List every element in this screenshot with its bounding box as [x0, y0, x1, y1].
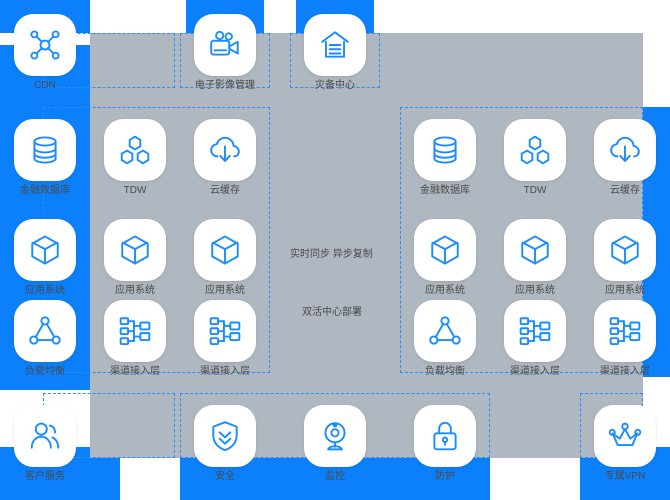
node-label-l-chan-1: 渠道接入层	[110, 366, 160, 377]
node-l-app-2[interactable]: 应用系统	[104, 219, 166, 297]
node-dr-center[interactable]: 灾备中心	[304, 14, 366, 92]
node-r-lb[interactable]: 负载均衡	[414, 300, 476, 378]
load-balancer-icon	[14, 300, 76, 362]
users-icon	[14, 405, 76, 467]
node-label-r-fin-db: 金融数据库	[420, 185, 470, 196]
node-label-customers: 客户服务	[25, 471, 65, 482]
node-l-tdw[interactable]: TDW	[104, 119, 166, 197]
node-label-l-app-2: 应用系统	[115, 285, 155, 296]
node-l-fin-db[interactable]: 金融数据库	[14, 119, 76, 197]
node-r-app-3[interactable]: 应用系统	[594, 219, 656, 297]
tree-topology-icon	[594, 300, 656, 362]
node-label-l-fin-db: 金融数据库	[20, 185, 70, 196]
camera-monitor-icon	[304, 405, 366, 467]
node-label-img-mgmt: 电子影像管理	[195, 80, 255, 91]
node-label-l-lb: 负载均衡	[25, 366, 65, 377]
cloud-download-icon	[594, 119, 656, 181]
node-label-r-app-3: 应用系统	[605, 285, 645, 296]
center-annotation-1: 双活中心部署	[302, 307, 362, 318]
shield-chevrons-icon	[194, 405, 256, 467]
tree-topology-icon	[504, 300, 566, 362]
tree-topology-icon	[194, 300, 256, 362]
node-l-app-3[interactable]: 应用系统	[194, 219, 256, 297]
cube-icon	[194, 219, 256, 281]
node-label-r-app-1: 应用系统	[425, 285, 465, 296]
node-img-mgmt[interactable]: 电子影像管理	[194, 14, 256, 92]
node-label-r-chan-1: 渠道接入层	[510, 366, 560, 377]
cube-icon	[504, 219, 566, 281]
node-r-cloud-cache[interactable]: 云缓存	[594, 119, 656, 197]
node-l-app-1[interactable]: 应用系统	[14, 219, 76, 297]
cube-icon	[104, 219, 166, 281]
node-label-vpn: 专属VPN	[604, 471, 646, 482]
lock-icon	[414, 405, 476, 467]
node-security[interactable]: 安全	[194, 405, 256, 483]
node-label-monitoring: 监控	[325, 471, 345, 482]
node-r-app-2[interactable]: 应用系统	[504, 219, 566, 297]
node-r-tdw[interactable]: TDW	[504, 119, 566, 197]
node-vpn[interactable]: 专属VPN	[594, 405, 656, 483]
node-label-security: 安全	[215, 471, 235, 482]
warehouse-icon	[304, 14, 366, 76]
node-label-protection: 防护	[435, 471, 455, 482]
cube-icon	[414, 219, 476, 281]
node-label-l-cloud-cache: 云缓存	[210, 185, 240, 196]
node-label-l-app-3: 应用系统	[205, 285, 245, 296]
node-l-cloud-cache[interactable]: 云缓存	[194, 119, 256, 197]
node-label-dr-center: 灾备中心	[315, 80, 355, 91]
node-cdn[interactable]: CDN	[14, 14, 76, 92]
node-r-fin-db[interactable]: 金融数据库	[414, 119, 476, 197]
node-label-r-lb: 负载均衡	[425, 366, 465, 377]
node-r-chan-1[interactable]: 渠道接入层	[504, 300, 566, 378]
node-l-chan-2[interactable]: 渠道接入层	[194, 300, 256, 378]
node-label-cdn: CDN	[34, 80, 56, 91]
node-label-l-app-1: 应用系统	[25, 285, 65, 296]
node-r-chan-2[interactable]: 渠道接入层	[594, 300, 656, 378]
center-annotation-0: 实时同步 异步复制	[290, 249, 373, 260]
node-customers[interactable]: 客户服务	[14, 405, 76, 483]
tree-topology-icon	[104, 300, 166, 362]
node-label-l-chan-2: 渠道接入层	[200, 366, 250, 377]
network-nodes-icon	[14, 14, 76, 76]
node-r-app-1[interactable]: 应用系统	[414, 219, 476, 297]
node-l-lb[interactable]: 负载均衡	[14, 300, 76, 378]
database-icon	[414, 119, 476, 181]
hexagon-cluster-icon	[104, 119, 166, 181]
video-camera-icon	[194, 14, 256, 76]
load-balancer-icon	[414, 300, 476, 362]
cube-icon	[14, 219, 76, 281]
cloud-download-icon	[194, 119, 256, 181]
hexagon-cluster-icon	[504, 119, 566, 181]
node-monitoring[interactable]: 监控	[304, 405, 366, 483]
database-icon	[14, 119, 76, 181]
cube-icon	[594, 219, 656, 281]
node-l-chan-1[interactable]: 渠道接入层	[104, 300, 166, 378]
node-protection[interactable]: 防护	[414, 405, 476, 483]
node-label-r-chan-2: 渠道接入层	[600, 366, 650, 377]
node-label-r-tdw: TDW	[523, 185, 547, 196]
node-label-r-app-2: 应用系统	[515, 285, 555, 296]
node-label-r-cloud-cache: 云缓存	[610, 185, 640, 196]
node-label-l-tdw: TDW	[123, 185, 147, 196]
crown-icon	[594, 405, 656, 467]
